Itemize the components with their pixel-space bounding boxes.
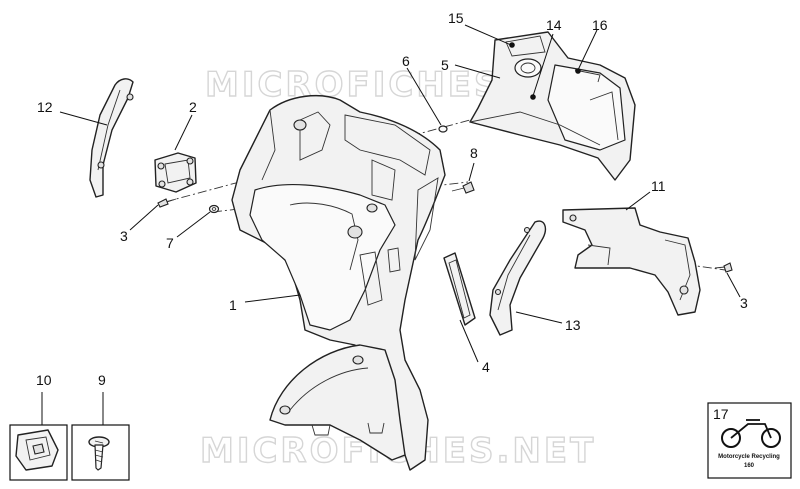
callout-12: 12 xyxy=(37,99,53,115)
callout-3-right: 3 xyxy=(740,295,748,311)
callout-1: 1 xyxy=(229,297,237,313)
box-part-10 xyxy=(9,392,68,481)
callout-2: 2 xyxy=(189,99,197,115)
callout-7: 7 xyxy=(166,235,174,251)
washer-part-7 xyxy=(208,204,220,214)
callout-16: 16 xyxy=(592,17,608,33)
callout-3-left: 3 xyxy=(120,228,128,244)
bracket-part-2 xyxy=(154,152,197,193)
inner-shield-part-1 xyxy=(231,95,446,471)
recycling-label: Motorcycle Recycling xyxy=(718,454,780,460)
bolt-part-8 xyxy=(451,181,475,194)
marker-dot-15 xyxy=(509,42,515,48)
spacer-part-6 xyxy=(438,125,448,133)
recycling-badge-part-17: 17 Motorcycle Recycling 160 xyxy=(707,402,792,479)
callout-5: 5 xyxy=(441,57,449,73)
grille-part-4 xyxy=(443,252,476,326)
leader-lines xyxy=(59,24,741,363)
box-part-9 xyxy=(71,392,130,481)
callout-6: 6 xyxy=(402,53,410,69)
callout-9: 9 xyxy=(98,372,106,388)
callout-11: 11 xyxy=(651,178,666,194)
callout-4: 4 xyxy=(482,359,490,375)
bracket-assembly-part-11 xyxy=(562,207,701,316)
motorcycle-icon xyxy=(721,419,781,448)
marker-dot-14 xyxy=(530,94,536,100)
marker-dot-16 xyxy=(575,68,581,74)
screw-part-3-right xyxy=(714,262,733,273)
side-trim-part-12 xyxy=(89,78,134,198)
callout-10: 10 xyxy=(36,372,52,388)
recycling-number: 160 xyxy=(744,463,755,469)
upper-panel-parts-5-14-15-16 xyxy=(469,31,636,181)
callout-8: 8 xyxy=(470,145,478,161)
screw-part-3-left xyxy=(157,198,177,208)
callout-15: 15 xyxy=(448,10,464,26)
callout-13: 13 xyxy=(565,317,581,333)
curved-trim-part-13 xyxy=(489,220,547,336)
callout-17: 17 xyxy=(713,406,729,422)
callout-14: 14 xyxy=(546,17,562,33)
